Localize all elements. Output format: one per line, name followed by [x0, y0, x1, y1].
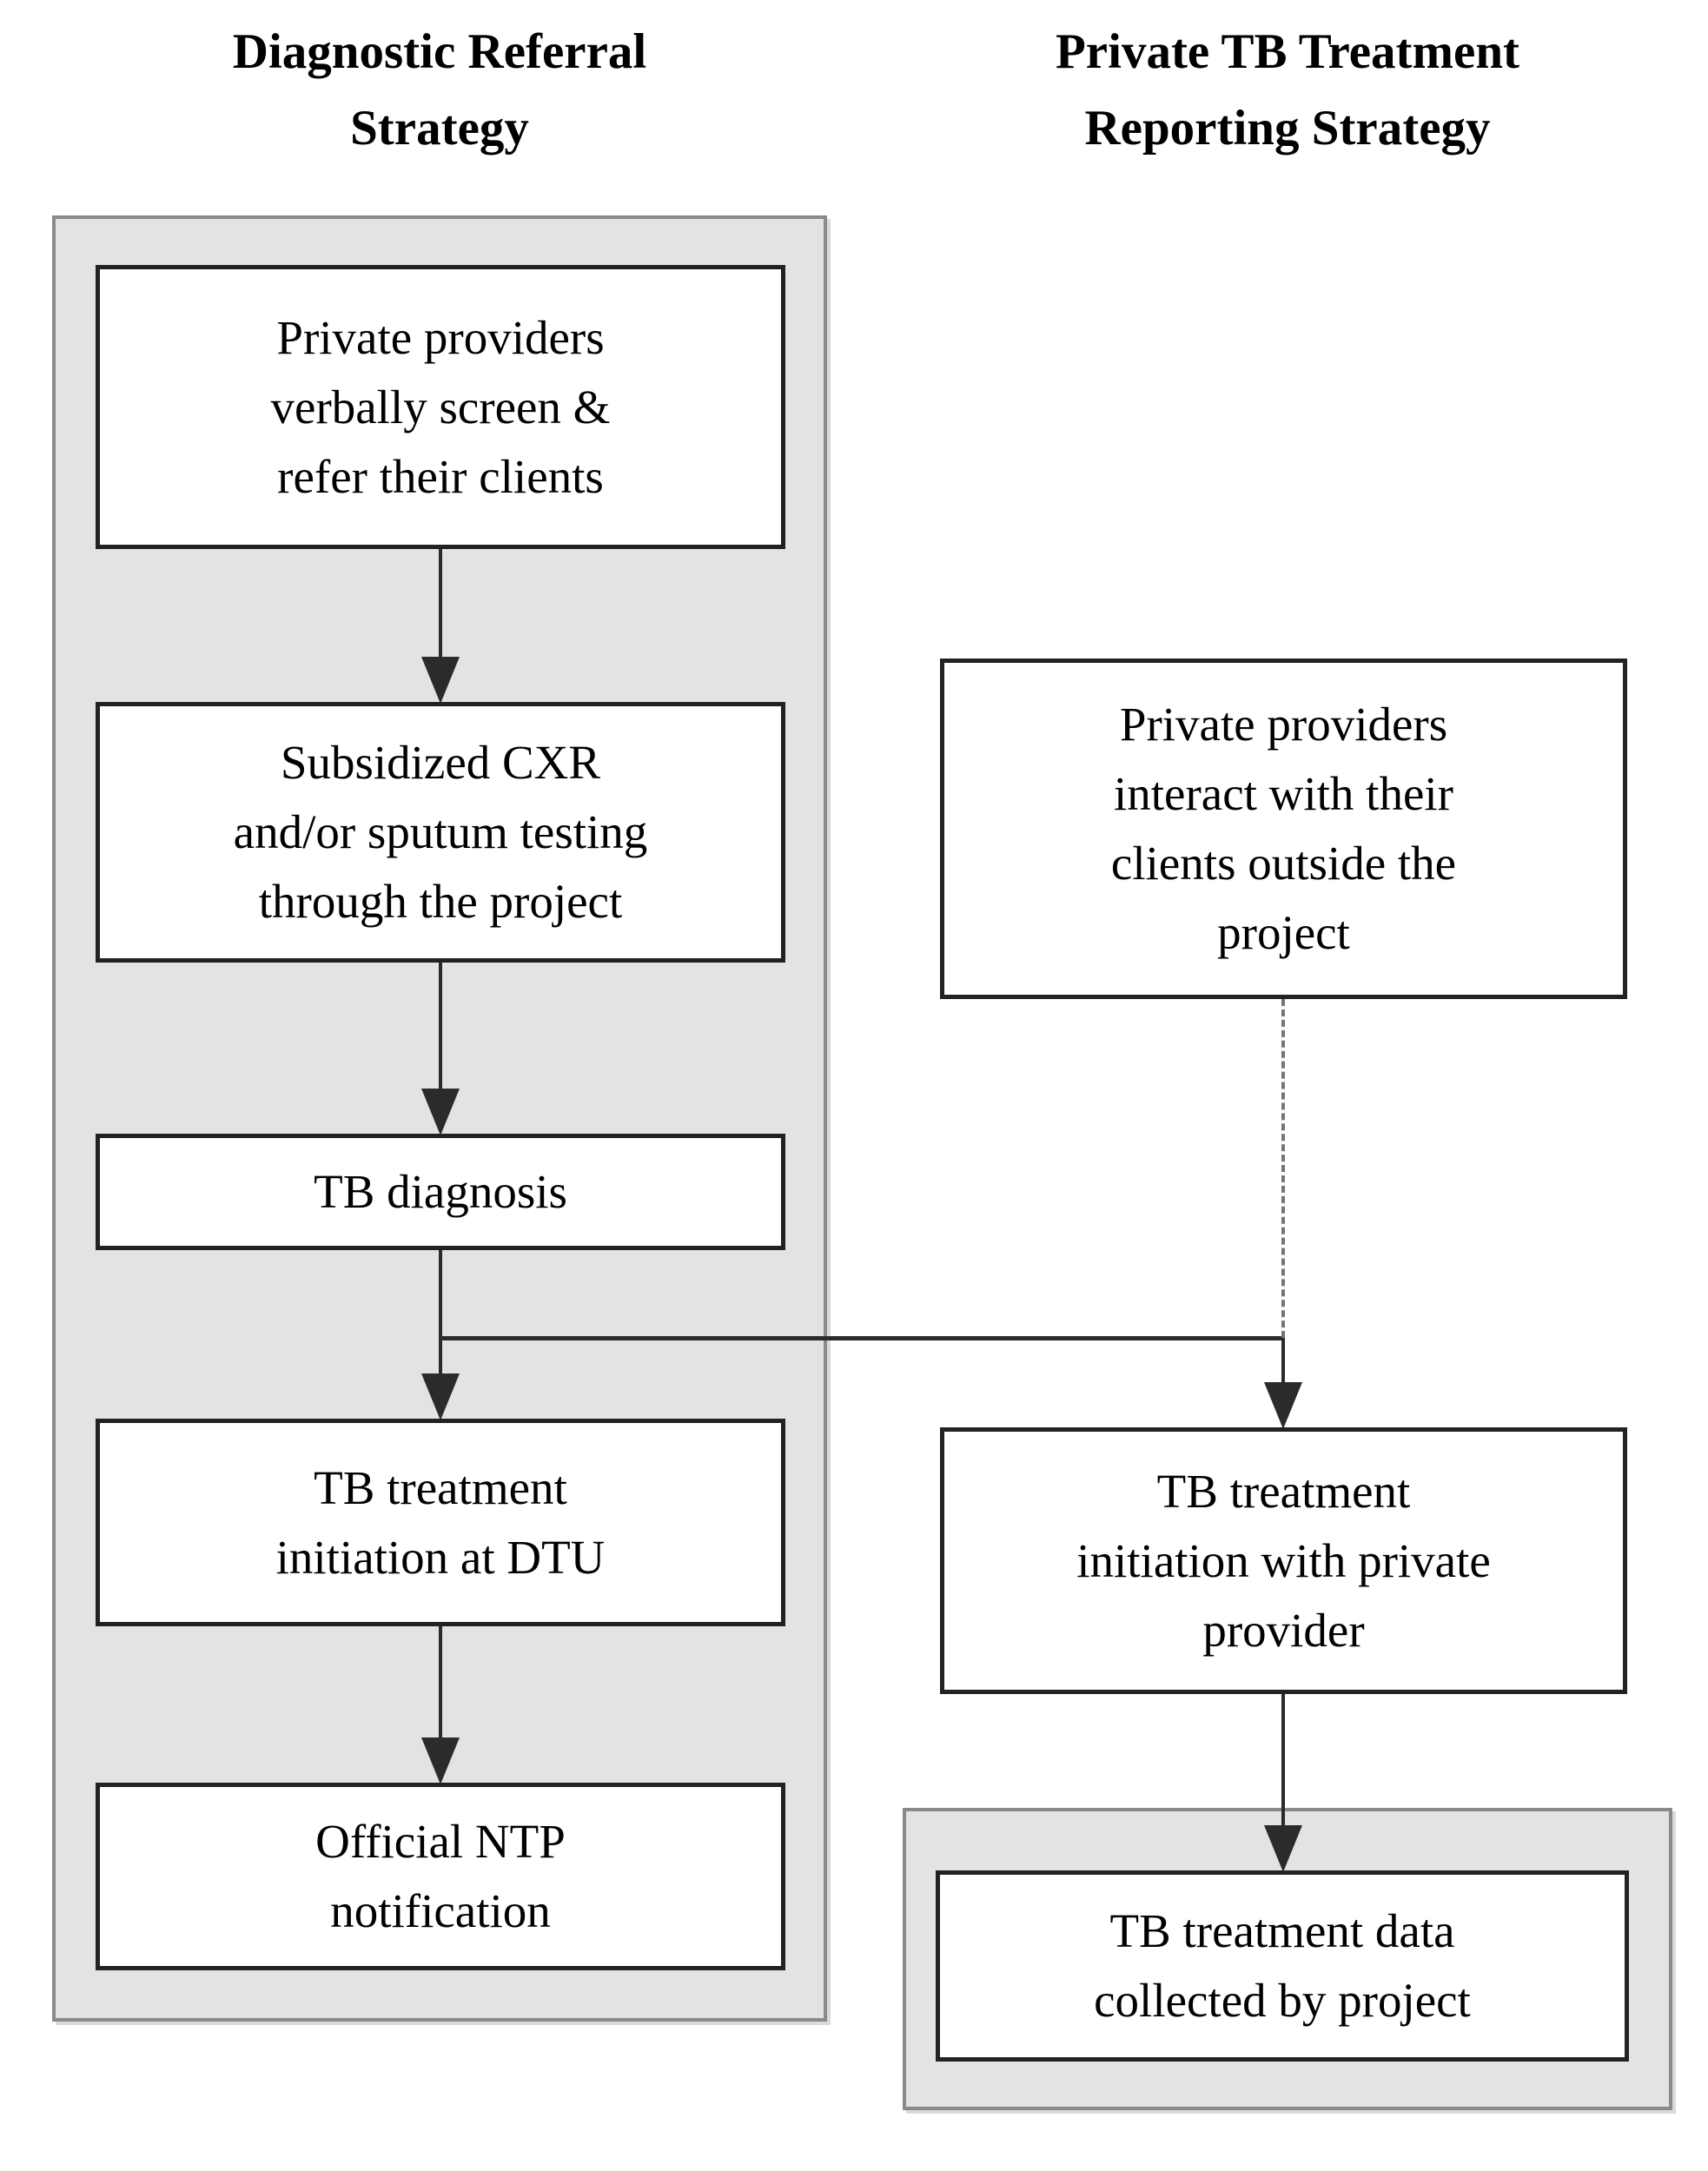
node-private-providers-screen: Private providers verbally screen & refe… — [96, 265, 785, 549]
connector-private-treatment-to-data — [1281, 1694, 1285, 1827]
connector-junction-to-private-treatment — [1281, 1338, 1285, 1384]
arrowhead-private-treatment-to-data — [1264, 1825, 1302, 1872]
arrowhead-diagnosis-to-dtu — [421, 1373, 460, 1420]
arrowhead-junction-to-private-treatment — [1264, 1382, 1302, 1429]
connector-diagnosis-to-dtu — [439, 1250, 442, 1375]
connector-screen-to-cxr — [439, 549, 442, 660]
connector-cxr-to-diagnosis — [439, 963, 442, 1090]
right-column-title: Private TB Treatment Reporting Strategy — [1055, 24, 1519, 156]
arrowhead-screen-to-cxr — [421, 657, 460, 704]
connector-interact-dashed — [1281, 999, 1285, 1338]
node-tb-treatment-data-collected: TB treatment data collected by project — [936, 1870, 1629, 2062]
connector-diagnosis-branch-horizontal — [439, 1336, 1285, 1340]
node-tb-treatment-dtu: TB treatment initiation at DTU — [96, 1419, 785, 1626]
node-tb-treatment-private-provider: TB treatment initiation with private pro… — [940, 1427, 1627, 1694]
arrowhead-cxr-to-diagnosis — [421, 1089, 460, 1135]
node-tb-diagnosis: TB diagnosis — [96, 1134, 785, 1250]
node-private-providers-interact: Private providers interact with their cl… — [940, 659, 1627, 999]
connector-dtu-to-ntp — [439, 1626, 442, 1739]
node-official-ntp-notification: Official NTP notification — [96, 1783, 785, 1970]
left-column-title: Diagnostic Referral Strategy — [232, 24, 647, 156]
arrowhead-dtu-to-ntp — [421, 1737, 460, 1784]
node-subsidized-cxr: Subsidized CXR and/or sputum testing thr… — [96, 702, 785, 963]
